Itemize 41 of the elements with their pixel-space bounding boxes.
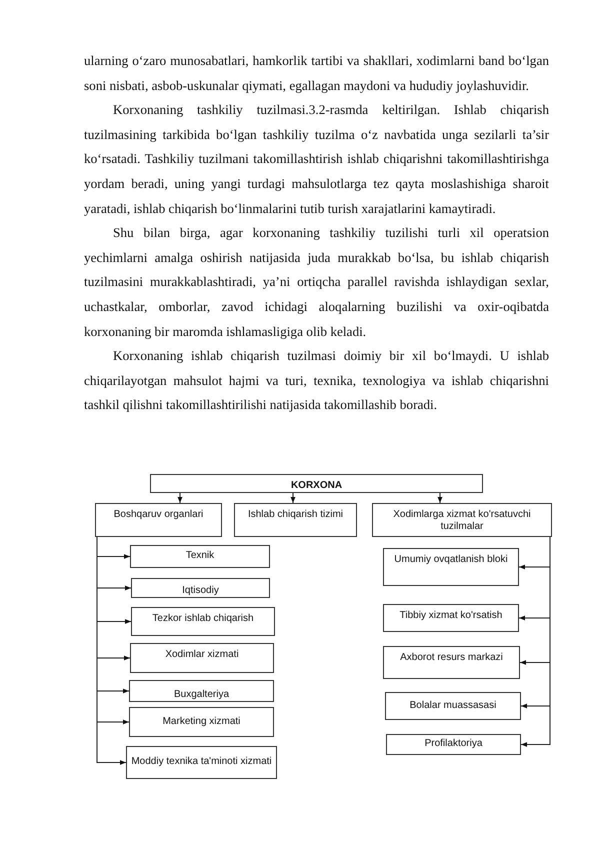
paragraph: Korxonaning tashkiliy tuzilmasi.3.2-rasmda keltirilgan. Ishlab chiqarish tuzilmasining tarkibida bo‘lgan tashkiliy tuzilma o‘z navbatida unga sezilarli ta’sir ko‘rsatadi. Tashkiliy tuzilmani takomillashtirish ishlab chiqarishni takomillashtirishga yordam beradi, uning yangi turdagi mahsulotlarga tez qayta moslashishiga sharoit yaratadi, ishlab chiqarish bo‘linmalarini tutib turish xarajatlarini kamaytiradi. [84, 101, 549, 218]
unit-name: Marketing xizmati [162, 716, 240, 728]
org-unit-box [95, 503, 222, 537]
org-unit-box [385, 692, 521, 720]
unit-name: Iqtisodiy [182, 584, 219, 596]
paragraph: Korxonaning ishlab chiqarish tuzilmasi doimiy bir xil bo‘lmaydi. U ishlab chiqarilayotgan mahsulot hajmi va turi, texnika, texnologiya va ishlab chiqarishni tashkil qilishni takomillashtirilishi natijasida takomillashib boradi. [84, 347, 549, 414]
unit-name: Xodimlarga xizmat ko'rsatuvchi tuzilmalar [392, 509, 532, 532]
connector-arrow [96, 536, 126, 765]
org-unit-box [129, 680, 274, 702]
unit-name: Moddiy texnika ta'minoti xizmati [131, 756, 272, 768]
unit-name: Xodimlar xizmati [165, 649, 239, 660]
unit-name: Texnik [186, 550, 214, 562]
org-unit-box [383, 548, 519, 586]
unit-name: Tezkor ishlab chiqarish [152, 613, 254, 624]
org-unit-box [150, 474, 483, 493]
connector-arrow [520, 536, 550, 747]
org-unit-box [386, 734, 521, 755]
org-unit-box [234, 503, 357, 537]
paragraph: ularning o‘zaro munosabatlari, hamkorlik tartibi va shakllari, xodimlarni band bo‘lgan soni nisbati, asbob-uskunalar qiymati, egallagan maydoni va hududiy joylashuvidir. [84, 52, 549, 95]
unit-name: Profilaktoriya [424, 738, 482, 750]
unit-name: Bolalar muassasasi [410, 700, 496, 712]
unit-name: Axborot resurs markazi [400, 652, 503, 664]
paragraph: Shu bilan birga, agar korxonaning tashkiliy tuzilishi turli xil operatsion yechimlarni amalga oshirish natijasida juda murakkab bo‘lsa, bu ishlab chiqarish tuzilmasini murakkablashtiradi, ya’ni ortiqcha parallel ravishda ishlaydigan sexlar, uchastkalar, omborlar, zavod ichidagi aloqalarning buzilishi va oxir-oqibatda korxonaning bir maromda ishlamasligiga olib keladi. [84, 224, 549, 341]
org-unit-box [372, 503, 552, 537]
org-unit-box [131, 578, 270, 598]
unit-name: Tibbiy xizmat ko'rsatish [400, 610, 502, 622]
org-unit-box [131, 607, 275, 636]
unit-name: Umumiy ovqatlanish bloki [394, 554, 508, 566]
unit-name: Boshqaruv organlari [114, 509, 204, 520]
unit-name: KORXONA [290, 480, 342, 491]
connector-arrow [290, 492, 296, 504]
org-unit-box [130, 545, 270, 568]
connector-arrow [178, 492, 182, 504]
org-unit-box [383, 604, 519, 632]
org-unit-box [130, 643, 274, 673]
org-unit-box [126, 746, 277, 779]
unit-name: Buxgalteriya [174, 688, 230, 700]
connector-arrow [438, 492, 442, 504]
unit-name: Ishlab chiqarish tizimi [248, 509, 344, 520]
org-unit-box [383, 646, 520, 679]
org-unit-box [129, 707, 274, 737]
